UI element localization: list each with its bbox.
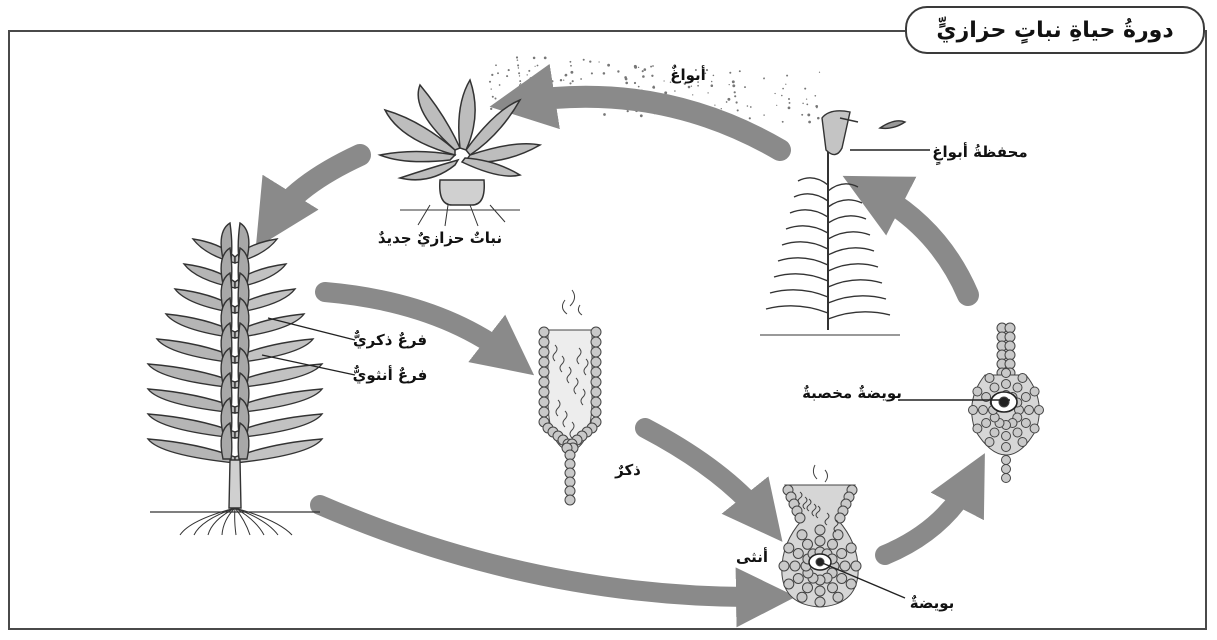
arrow-zygote-to-sporophyte — [870, 190, 968, 295]
label-new-moss: نباتٌ حزازيٌ جديدٌ — [378, 229, 502, 248]
label-fertilized-egg: بويضةٌ مخصبةٌ — [802, 384, 902, 402]
arrow-spores-to-new-plant — [520, 97, 780, 150]
label-spores: أبواغٌ — [670, 65, 706, 84]
label-egg: بويضةٌ — [910, 594, 955, 612]
label-spore-capsule: محفظةُ أبواغٍ — [932, 142, 1027, 165]
label-female: أنثى — [736, 547, 768, 566]
arrow-female-to-zygote — [885, 478, 972, 555]
label-female-branch: فرعٌ أنثويٌّ — [353, 365, 428, 385]
female-archegonium — [779, 465, 861, 607]
label-male: ذكرٌ — [614, 461, 641, 479]
arrow-mature-to-female — [320, 505, 768, 597]
fertilized-archegonium — [969, 323, 1044, 483]
male-antheridium — [539, 290, 601, 505]
new-moss-plant — [380, 80, 540, 226]
arrow-new-plant-to-mature — [272, 155, 360, 222]
arrow-male-to-female — [645, 428, 765, 520]
label-male-branch: فرعٌ ذكريٌّ — [353, 330, 427, 350]
mature-moss-plant — [148, 223, 322, 535]
